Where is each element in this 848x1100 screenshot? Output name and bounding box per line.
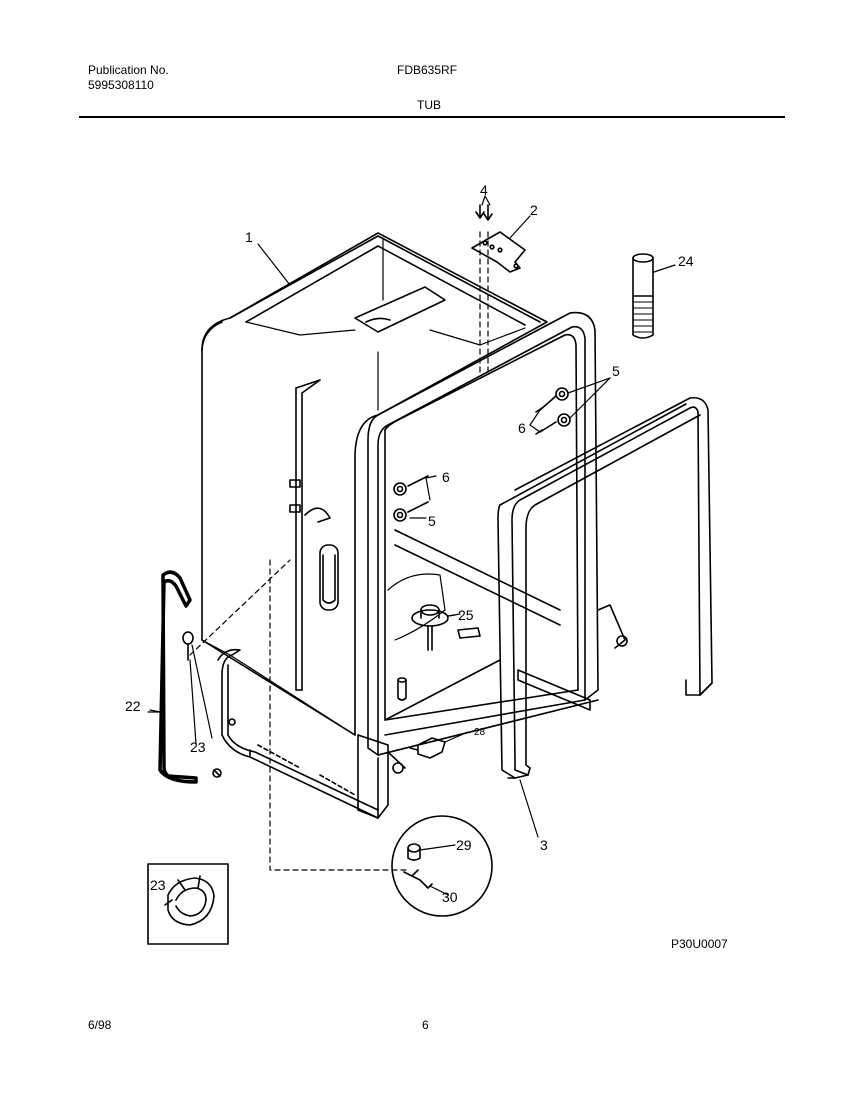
callout-24: 24: [678, 253, 694, 269]
part-24-rail-tube: [632, 253, 654, 339]
header-rule: [79, 116, 785, 118]
inset-detail-box: [147, 863, 229, 945]
callout-3: 3: [540, 837, 548, 853]
part-2-bracket: [471, 231, 526, 273]
page-number: 6: [422, 1018, 429, 1032]
callout-1: 1: [245, 229, 253, 245]
callout-23-inset: 23: [150, 877, 166, 893]
tub-front-flange: [357, 311, 628, 819]
part-4-screws: [475, 204, 493, 221]
base-rail: [217, 648, 379, 819]
parts-5-6-left: [393, 475, 437, 522]
publication-number: 5995308110: [88, 78, 154, 92]
parts-5-6-right: [529, 377, 611, 435]
callout-4: 4: [480, 182, 488, 198]
callout-30: 30: [442, 889, 458, 905]
section-title: TUB: [417, 98, 441, 112]
callout-5-right: 5: [612, 363, 620, 379]
leader-lines: [189, 231, 489, 871]
inset-detail-circle: [391, 815, 493, 917]
callout-2: 2: [530, 202, 538, 218]
part-3-door-gasket: [497, 396, 713, 779]
publication-label: Publication No.: [88, 63, 169, 77]
callout-6-left: 6: [442, 469, 450, 485]
callout-22: 22: [125, 698, 141, 714]
part-28-component: [409, 731, 469, 759]
part-23-clamp: [182, 631, 222, 778]
part-25-vent: [387, 573, 481, 701]
callout-25: 25: [458, 607, 474, 623]
callout-6-right: 6: [518, 420, 526, 436]
callout-23: 23: [190, 739, 206, 755]
callout-leaders: [147, 195, 676, 838]
tub-body: [201, 232, 548, 736]
publication-date: 6/98: [88, 1018, 112, 1032]
callout-5-left: 5: [428, 513, 436, 529]
diagram-code: P30U0007: [671, 937, 728, 951]
model-number: FDB635RF: [397, 63, 458, 77]
callout-labels: 1 2 3 4 5 5 6 6 22 23 23 24 25 28 29 30: [125, 182, 694, 905]
callout-28: 28: [474, 727, 486, 738]
callout-29: 29: [456, 837, 472, 853]
